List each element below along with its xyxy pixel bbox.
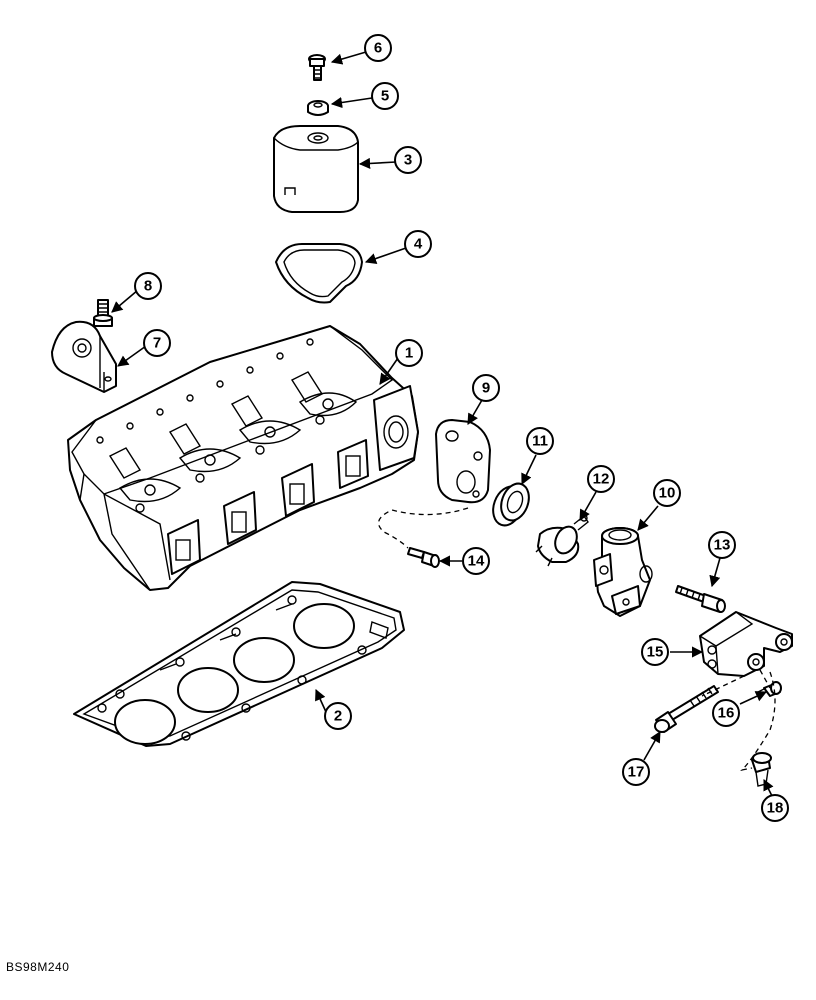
callout-label: 11	[532, 433, 548, 450]
callout-label: 9	[482, 380, 490, 397]
callout-label: 10	[659, 485, 676, 502]
callout-7: 7	[143, 329, 171, 357]
leader-dashed-15-17	[701, 675, 745, 697]
callout-16: 16	[712, 699, 740, 727]
part-8-bolt	[93, 299, 113, 327]
part-14-cap-screw	[407, 547, 440, 568]
leader-dashed-15-16	[759, 669, 771, 689]
callout-4: 4	[404, 230, 432, 258]
callout-label: 12	[593, 471, 610, 488]
part-10-thermostat-housing	[593, 527, 653, 617]
callout-label: 6	[374, 40, 382, 57]
part-17-long-bolt	[654, 685, 719, 733]
callout-10: 10	[653, 479, 681, 507]
callout-5: 5	[371, 82, 399, 110]
callout-label: 15	[647, 644, 664, 661]
callout-label: 4	[414, 236, 423, 253]
part-16-bolt	[757, 681, 782, 697]
callout-15: 15	[641, 638, 669, 666]
callout-label: 8	[144, 278, 152, 295]
part-7-lifting-bracket	[51, 320, 117, 393]
callout-label: 18	[767, 800, 784, 817]
callout-18: 18	[761, 794, 789, 822]
callout-label: 16	[718, 705, 735, 722]
part-18-bolt	[751, 752, 772, 787]
part-13-bolt	[675, 585, 726, 613]
part-11-seal-ring	[492, 482, 530, 527]
part-12-thermostat	[535, 514, 589, 567]
part-15-mounting-bracket	[699, 611, 793, 677]
leader-dashed-9-14	[377, 507, 469, 549]
callout-1: 1	[395, 339, 423, 367]
part-4-cover-gasket	[275, 243, 363, 304]
callout-label: 3	[404, 152, 412, 169]
part-3-rocker-cover	[273, 125, 359, 213]
callout-9: 9	[472, 374, 500, 402]
callout-label: 14	[468, 553, 485, 570]
callout-17: 17	[622, 758, 650, 786]
part-6-cap-screw	[308, 54, 326, 81]
leader-lines	[111, 51, 774, 797]
callout-14: 14	[462, 547, 490, 575]
callout-12: 12	[587, 465, 615, 493]
callout-8: 8	[134, 272, 162, 300]
callout-label: 13	[714, 537, 731, 554]
part-1-cylinder-head	[67, 325, 419, 591]
callout-3: 3	[394, 146, 422, 174]
callout-6: 6	[364, 34, 392, 62]
callout-label: 17	[628, 764, 645, 781]
leader-dashed-15-18	[740, 671, 776, 772]
part-5-grommet	[307, 100, 329, 116]
part-2-head-gasket	[73, 581, 405, 747]
callout-13: 13	[708, 531, 736, 559]
callout-label: 7	[153, 335, 161, 352]
callout-label: 5	[381, 88, 389, 105]
part-9-gasket	[435, 419, 491, 504]
callout-label: 2	[334, 708, 342, 725]
figure-reference-code: BS98M240	[6, 960, 70, 974]
callout-11: 11	[526, 427, 554, 455]
callout-2: 2	[324, 702, 352, 730]
callout-label: 1	[405, 345, 413, 362]
